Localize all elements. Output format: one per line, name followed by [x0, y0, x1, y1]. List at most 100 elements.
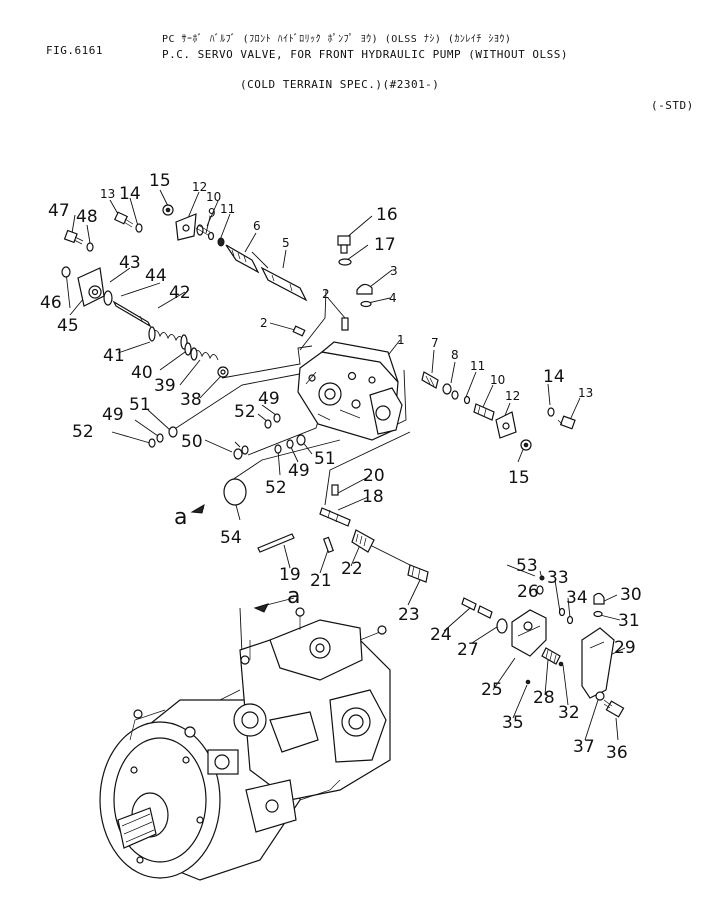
callout-52-left: 52: [72, 422, 94, 442]
callout-3: 3: [390, 264, 398, 278]
callout-53: 53: [516, 556, 538, 576]
callout-41: 41: [103, 346, 125, 366]
callout-40: 40: [131, 363, 153, 383]
oring-17: [338, 258, 352, 266]
callout-10-left: 10: [206, 190, 221, 204]
center-lower-parts: [257, 484, 508, 634]
callout-5: 5: [282, 236, 290, 250]
spool-5: [260, 266, 308, 302]
spring-33: [566, 615, 574, 625]
callout-9: 9: [208, 206, 216, 220]
callout-35: 35: [502, 713, 524, 733]
callout-17: 17: [374, 235, 396, 255]
reference-arrows: [190, 503, 269, 613]
callout-13-left: 13: [100, 187, 115, 201]
oring-31: [593, 610, 603, 618]
callout-21: 21: [310, 571, 332, 591]
callout-2-upper: 2: [322, 287, 330, 301]
oring-49-left: [156, 433, 164, 443]
callout-45: 45: [57, 316, 79, 336]
oring-11-right: [463, 395, 471, 405]
callout-7: 7: [431, 336, 439, 350]
oring-49-mid: [273, 413, 281, 423]
plug-52-low: [274, 444, 282, 454]
callout-37: 37: [573, 737, 595, 757]
callout-34: 34: [566, 588, 588, 608]
rod-19: [257, 533, 295, 553]
plug-23: [407, 564, 429, 583]
pin-2-left: [292, 325, 306, 337]
seat-40: [184, 342, 192, 356]
callout-23: 23: [398, 605, 420, 625]
callout-22: 22: [341, 559, 363, 579]
plug-22: [351, 529, 375, 553]
callout-49-low: 49: [288, 461, 310, 481]
hydraulic-pump-assembly: [99, 607, 391, 881]
callout-15-lower: 15: [508, 468, 530, 488]
washer-48: [86, 242, 94, 252]
callout-1: 1: [397, 333, 405, 347]
plug-51-left: [168, 426, 178, 438]
callout-49-mid: 49: [258, 389, 280, 409]
piston-7: [421, 371, 439, 389]
callout-6: 6: [253, 219, 261, 233]
title-english: P.C. SERVO VALVE, FOR FRONT HYDRAULIC PU…: [162, 48, 568, 61]
callout-14-left: 14: [119, 184, 141, 204]
pin-21: [322, 536, 334, 554]
washer-14-right: [547, 407, 555, 417]
callout-52-low: 52: [265, 478, 287, 498]
title-japanese: PC ｻｰﾎﾞ ﾊﾞﾙﾌﾞ (ﾌﾛﾝﾄ ﾊｲﾄﾞﾛﾘｯｸ ﾎﾟﾝﾌﾟ ﾖｳ) (…: [162, 34, 512, 45]
pin-2-upper: [341, 317, 349, 331]
callout-48: 48: [76, 207, 98, 227]
plug-3: [356, 283, 373, 295]
nut-46: [61, 266, 71, 278]
sleeve-18: [319, 507, 351, 527]
callout-11-right: 11: [470, 359, 485, 373]
callout-44: 44: [145, 266, 167, 286]
seat-34: [558, 607, 566, 617]
callout-32: 32: [558, 703, 580, 723]
right-lower-cluster: [511, 575, 625, 718]
washer-37: [595, 691, 605, 701]
callout-28: 28: [533, 688, 555, 708]
callout-15-upper: 15: [149, 171, 171, 191]
callout-29: 29: [614, 638, 636, 658]
callout-42: 42: [169, 283, 191, 303]
oring-4: [360, 300, 372, 308]
callout-18: 18: [362, 487, 384, 507]
callout-16: 16: [376, 205, 398, 225]
callout-8: 8: [451, 348, 459, 362]
callout-4: 4: [389, 291, 397, 305]
callout-24: 24: [430, 625, 452, 645]
figure-number: FIG.6161: [46, 44, 103, 57]
spring-39: [193, 350, 219, 361]
ball-53: [539, 575, 545, 581]
callout-51-left: 51: [129, 395, 151, 415]
bolt-13-left: [113, 211, 134, 228]
plug-26: [536, 585, 544, 595]
callout-51-low: 51: [314, 449, 336, 469]
pin-35: [525, 679, 531, 685]
block-25: [511, 609, 547, 657]
callout-14-right: 14: [543, 367, 565, 387]
plug-50: [233, 448, 243, 460]
plug-16: [337, 235, 351, 246]
callout-31: 31: [618, 611, 640, 631]
oring-27: [496, 618, 508, 634]
callout-43: 43: [119, 253, 141, 273]
callout-12-left: 12: [192, 180, 207, 194]
callout-26: 26: [517, 582, 539, 602]
callout-52-mid: 52: [234, 402, 256, 422]
callout-50: 50: [181, 432, 203, 452]
oring-11-left: [207, 231, 215, 241]
callout-27: 27: [457, 640, 479, 660]
washer-14-left: [135, 223, 143, 233]
callout-36: 36: [606, 743, 628, 763]
servo-valve-body: [297, 341, 403, 441]
pin-20: [331, 484, 339, 496]
callout-49-left: 49: [102, 405, 124, 425]
oring-49-low: [286, 439, 294, 449]
callout-38: 38: [180, 390, 202, 410]
